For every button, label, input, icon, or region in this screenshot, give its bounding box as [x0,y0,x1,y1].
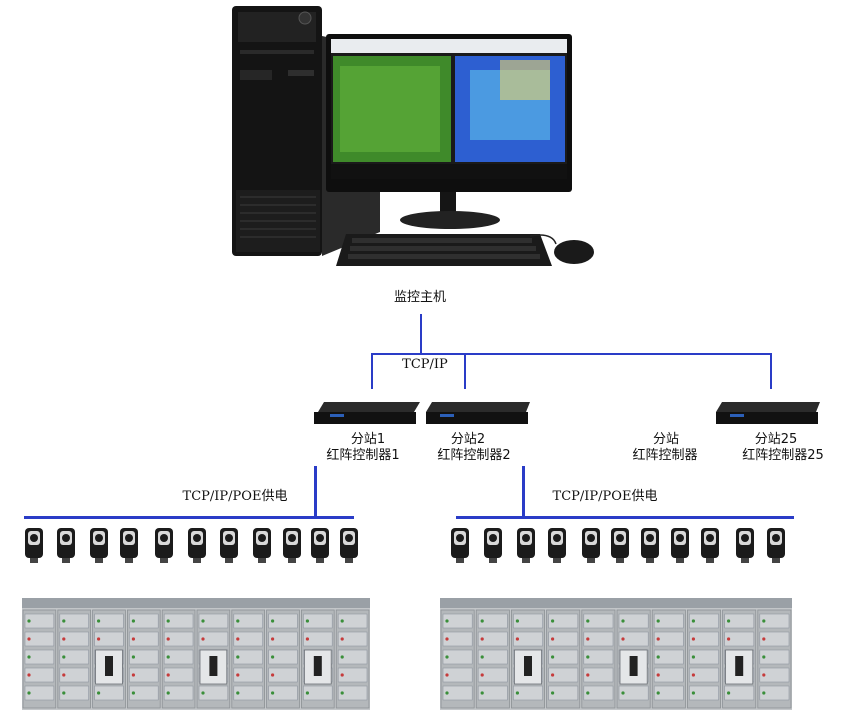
camera-icon [340,528,358,563]
switchgear-panel [440,598,792,710]
station-2-name: 分站2 [450,432,486,447]
host-link-line [420,314,422,354]
station-2-controller: 红阵控制器2 [437,448,511,463]
camera-icon [25,528,43,563]
camera-icon [548,528,566,563]
camera-icon [611,528,629,563]
poe-drop-right [522,466,525,518]
drop-station-2 [464,353,466,389]
poe-label-left: TCP/IP/POE供电 [182,489,288,504]
camera-icon [220,528,238,563]
camera-icon [57,528,75,563]
camera-icon [701,528,719,563]
camera-icon [451,528,469,563]
network-bus-line [371,353,772,355]
drop-station-25 [770,353,772,389]
station-n-controller: 红阵控制器 [632,448,698,463]
camera-icon [188,528,206,563]
station-n-name: 分站 [652,432,679,447]
network-label: TCP/IP [402,357,448,372]
poe-bus-right [456,516,794,519]
station-1-name: 分站1 [350,432,386,447]
camera-icon [90,528,108,563]
camera-icon [120,528,138,563]
camera-icon [736,528,754,563]
poe-drop-left [314,466,317,518]
poe-label-right: TCP/IP/POE供电 [552,489,658,504]
station-25-controller: 红阵控制器25 [742,448,824,463]
camera-icon [671,528,689,563]
camera-icon [155,528,173,563]
camera-icon [767,528,785,563]
camera-icon [253,528,271,563]
station-1-controller: 红阵控制器1 [326,448,400,463]
camera-icon [517,528,535,563]
host-label: 监控主机 [393,290,446,305]
camera-icon [283,528,301,563]
switchgear-panel [22,598,370,710]
drop-station-1 [371,353,373,389]
poe-bus-left [24,516,354,519]
camera-icon [582,528,600,563]
camera-icon [484,528,502,563]
camera-icon [311,528,329,563]
camera-icon [641,528,659,563]
station-25-name: 分站25 [754,432,798,447]
